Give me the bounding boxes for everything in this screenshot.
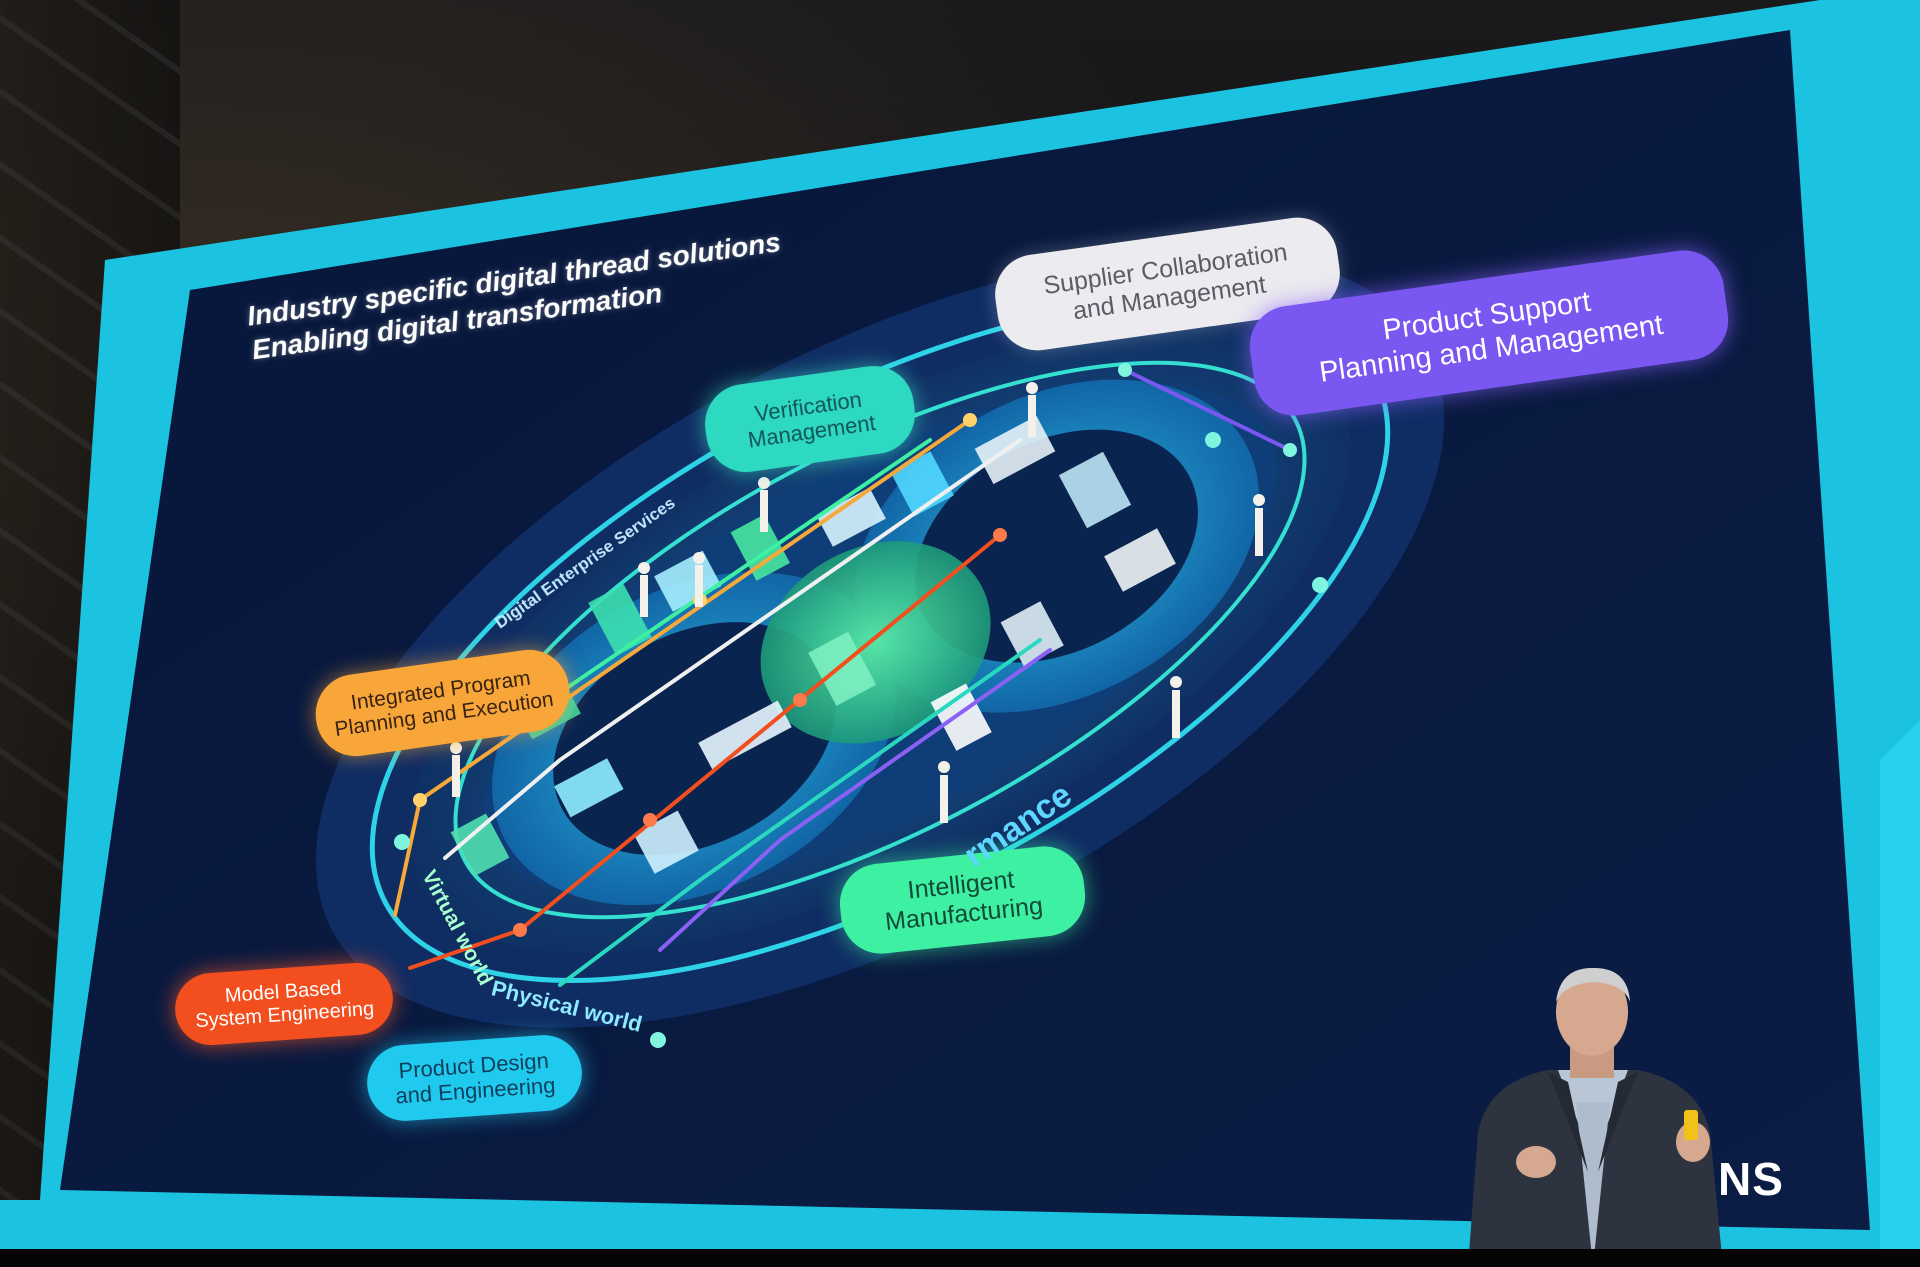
clicker-icon bbox=[1684, 1110, 1698, 1140]
stage-floor bbox=[0, 1249, 1920, 1267]
brand-logo-partial: NS bbox=[1718, 1153, 1784, 1205]
presenter-figure bbox=[1468, 967, 1723, 1267]
